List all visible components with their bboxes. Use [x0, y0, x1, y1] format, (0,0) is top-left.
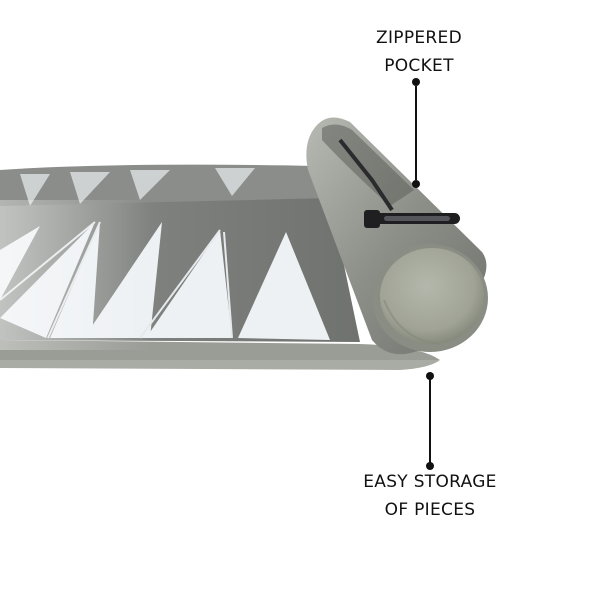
callout-zippered-pocket-line2: POCKET — [384, 56, 454, 76]
zipper-pull-icon — [364, 210, 460, 228]
callout-easy-storage: EASY STORAGE OF PIECES — [350, 468, 510, 524]
callout-zippered-pocket-line1: ZIPPERED — [376, 28, 462, 48]
upper-triangles — [20, 168, 255, 206]
callout-easy-storage-line1: EASY STORAGE — [363, 472, 497, 492]
board-fade — [0, 200, 600, 350]
callout-zippered-pocket: ZIPPERED POCKET — [360, 24, 478, 80]
roll-end-cap-face — [380, 248, 484, 344]
callout-easy-storage-line2: OF PIECES — [384, 500, 476, 520]
callout-line-zipper — [412, 78, 420, 188]
cap-texture — [383, 299, 441, 345]
callout-line-storage — [426, 372, 434, 470]
zipper-track — [338, 138, 394, 212]
board-edge-shadow — [0, 360, 440, 370]
